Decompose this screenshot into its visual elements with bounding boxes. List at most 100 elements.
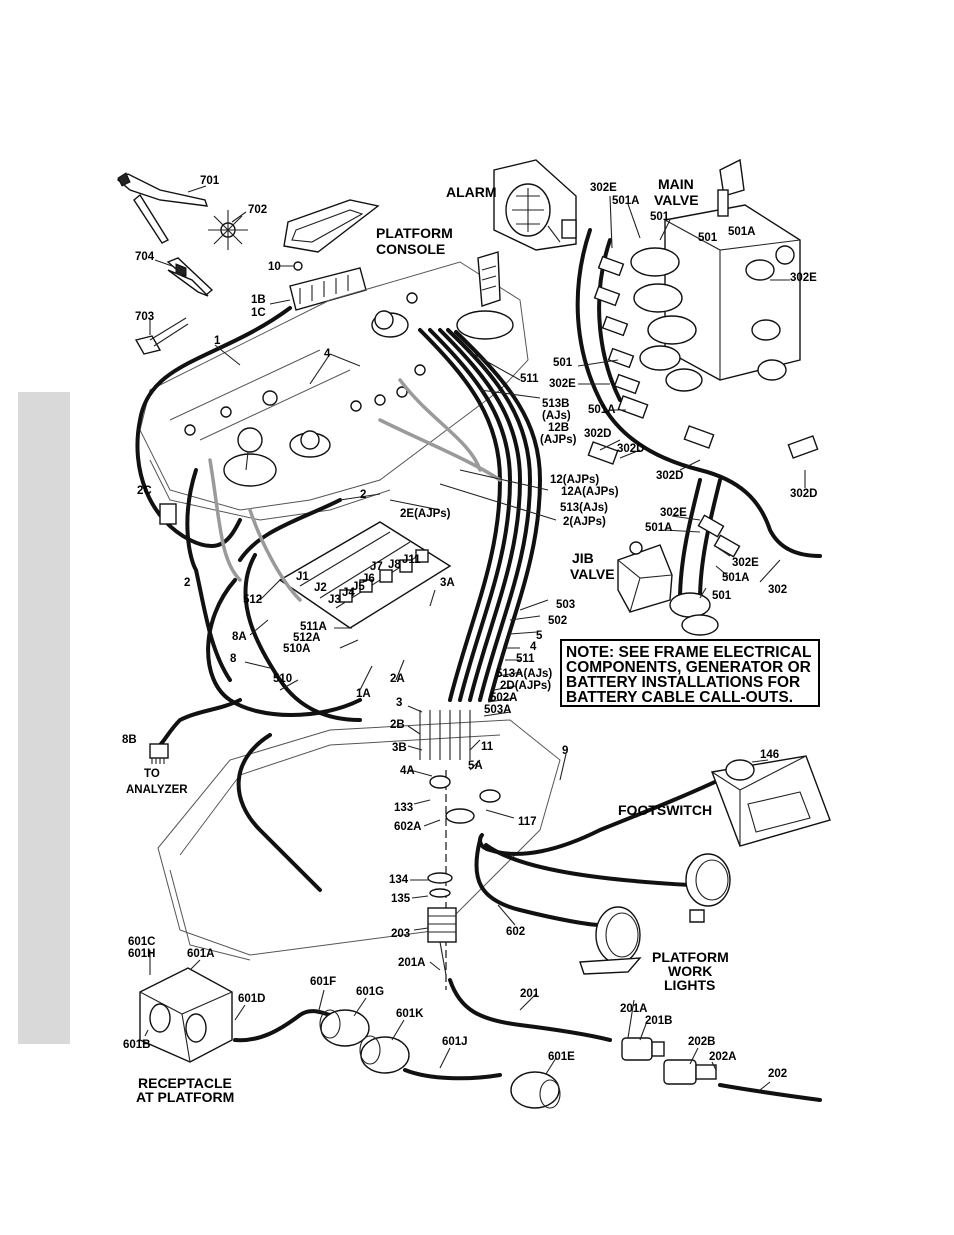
callout: 10: [268, 261, 281, 273]
callout: 2B: [390, 719, 405, 731]
callout: 1C: [251, 307, 266, 319]
callout: 501: [650, 211, 670, 223]
crimp-tool-704-icon: [166, 257, 214, 297]
callout: 601G: [356, 986, 384, 998]
note-box: NOTE: SEE FRAME ELECTRICAL COMPONENTS, G…: [560, 639, 820, 707]
analyzer-connector-icon: [149, 743, 169, 764]
callout: 502: [548, 615, 567, 627]
callout: 503A: [484, 704, 512, 716]
callout: 601E: [548, 1051, 575, 1063]
callout: 5A: [468, 760, 483, 772]
toggle-switch-row-icon: [184, 292, 426, 436]
callout-labels: 701 702 704 703 10 1B 1C 1 4 2C 2 2 512 …: [122, 175, 818, 1080]
plug-601e-icon: [510, 1071, 561, 1109]
callout: 501: [712, 590, 732, 602]
callout: 8B: [122, 734, 137, 746]
platform-console-housing: [139, 261, 529, 521]
callout: J6: [362, 573, 375, 585]
drive-joystick-icon: [223, 427, 277, 487]
connector-2c-icon: [159, 503, 177, 525]
callout: 601J: [442, 1036, 468, 1048]
callout: 3B: [392, 742, 407, 754]
callout: 203: [391, 928, 410, 940]
callout: (AJPs): [540, 434, 577, 446]
callout: 133: [394, 802, 413, 814]
callout: 302D: [584, 428, 612, 440]
main-harness-cables: [378, 328, 543, 702]
title-platform-console-1: PLATFORM: [376, 225, 453, 241]
console-knob-icon: [371, 310, 409, 338]
callout: 4A: [400, 765, 415, 777]
valve-connectors-302d: [587, 255, 819, 465]
power-cord-202: [718, 1083, 822, 1102]
callout: J8: [388, 559, 401, 571]
title-main-valve-1: MAIN: [658, 176, 694, 192]
callout: 602A: [394, 821, 422, 833]
callout: 3: [396, 697, 402, 709]
callout: 501: [698, 232, 718, 244]
callout: 2C: [137, 485, 152, 497]
title-to-analyzer-2: ANALYZER: [126, 784, 188, 796]
callout: 5: [536, 630, 543, 642]
switch-strip-icon: [289, 261, 367, 311]
callout: 2A: [390, 673, 405, 685]
callout: 302E: [660, 507, 687, 519]
callout: 12(AJPs): [550, 474, 599, 486]
callout: 9: [562, 745, 568, 757]
callout: J11: [402, 554, 421, 566]
circuit-board: [278, 521, 452, 629]
plug-601k-icon: [359, 1035, 410, 1074]
title-main-valve-2: VALVE: [654, 192, 699, 208]
callout: 501A: [722, 572, 750, 584]
callout: 510: [273, 673, 292, 685]
side-tab: [18, 392, 70, 1044]
callout: 117: [518, 816, 537, 828]
note-line-4: BATTERY CABLE CALL-OUTS.: [566, 689, 793, 706]
callout: 8: [230, 653, 237, 665]
platform-tray: [157, 719, 561, 961]
callout: 302D: [656, 470, 684, 482]
jib-valve-icon: [617, 514, 741, 636]
title-alarm: ALARM: [446, 184, 497, 200]
joystick-icon: [456, 251, 514, 340]
callout: 502A: [490, 692, 518, 704]
callout: 3A: [440, 577, 455, 589]
callout: 501A: [645, 522, 673, 534]
callout: 513(AJs): [560, 502, 608, 514]
callout: 146: [760, 749, 779, 761]
callout: 201B: [645, 1015, 673, 1027]
callout: 1B: [251, 294, 266, 306]
callout: 513B: [542, 398, 570, 410]
callout: J2: [314, 582, 327, 594]
callout: 512: [243, 594, 262, 606]
callout: 501A: [612, 195, 640, 207]
callout: (AJs): [542, 410, 571, 422]
callout: 202: [768, 1068, 787, 1080]
callout: 510A: [283, 643, 311, 655]
callout: 201A: [398, 957, 426, 969]
note-line-1: NOTE: SEE FRAME ELECTRICAL: [566, 644, 811, 661]
footswitch-cable: [478, 768, 742, 856]
callout: 202A: [709, 1051, 737, 1063]
callout: 702: [248, 204, 267, 216]
receptacle-cords-601: [233, 1009, 502, 1081]
callout: 201A: [620, 1003, 648, 1015]
callout: 302E: [790, 272, 817, 284]
console-cables: [135, 306, 362, 892]
leader-lines: [144, 185, 806, 1091]
callout: 601C: [128, 936, 156, 948]
callout: 511: [516, 653, 535, 665]
callout: 601D: [238, 993, 266, 1005]
callout: 511A: [300, 621, 327, 633]
callout: 302E: [590, 182, 617, 194]
callout: J5: [352, 581, 365, 593]
callout: 12B: [548, 422, 569, 434]
title-work-lights-3: LIGHTS: [664, 977, 715, 993]
callout: 1A: [356, 688, 371, 700]
cord-plug-202b-icon: [663, 1059, 717, 1085]
callout: 501A: [588, 404, 616, 416]
callout: 201: [520, 988, 540, 1000]
callout: 703: [135, 311, 154, 323]
callout: 302D: [790, 488, 818, 500]
